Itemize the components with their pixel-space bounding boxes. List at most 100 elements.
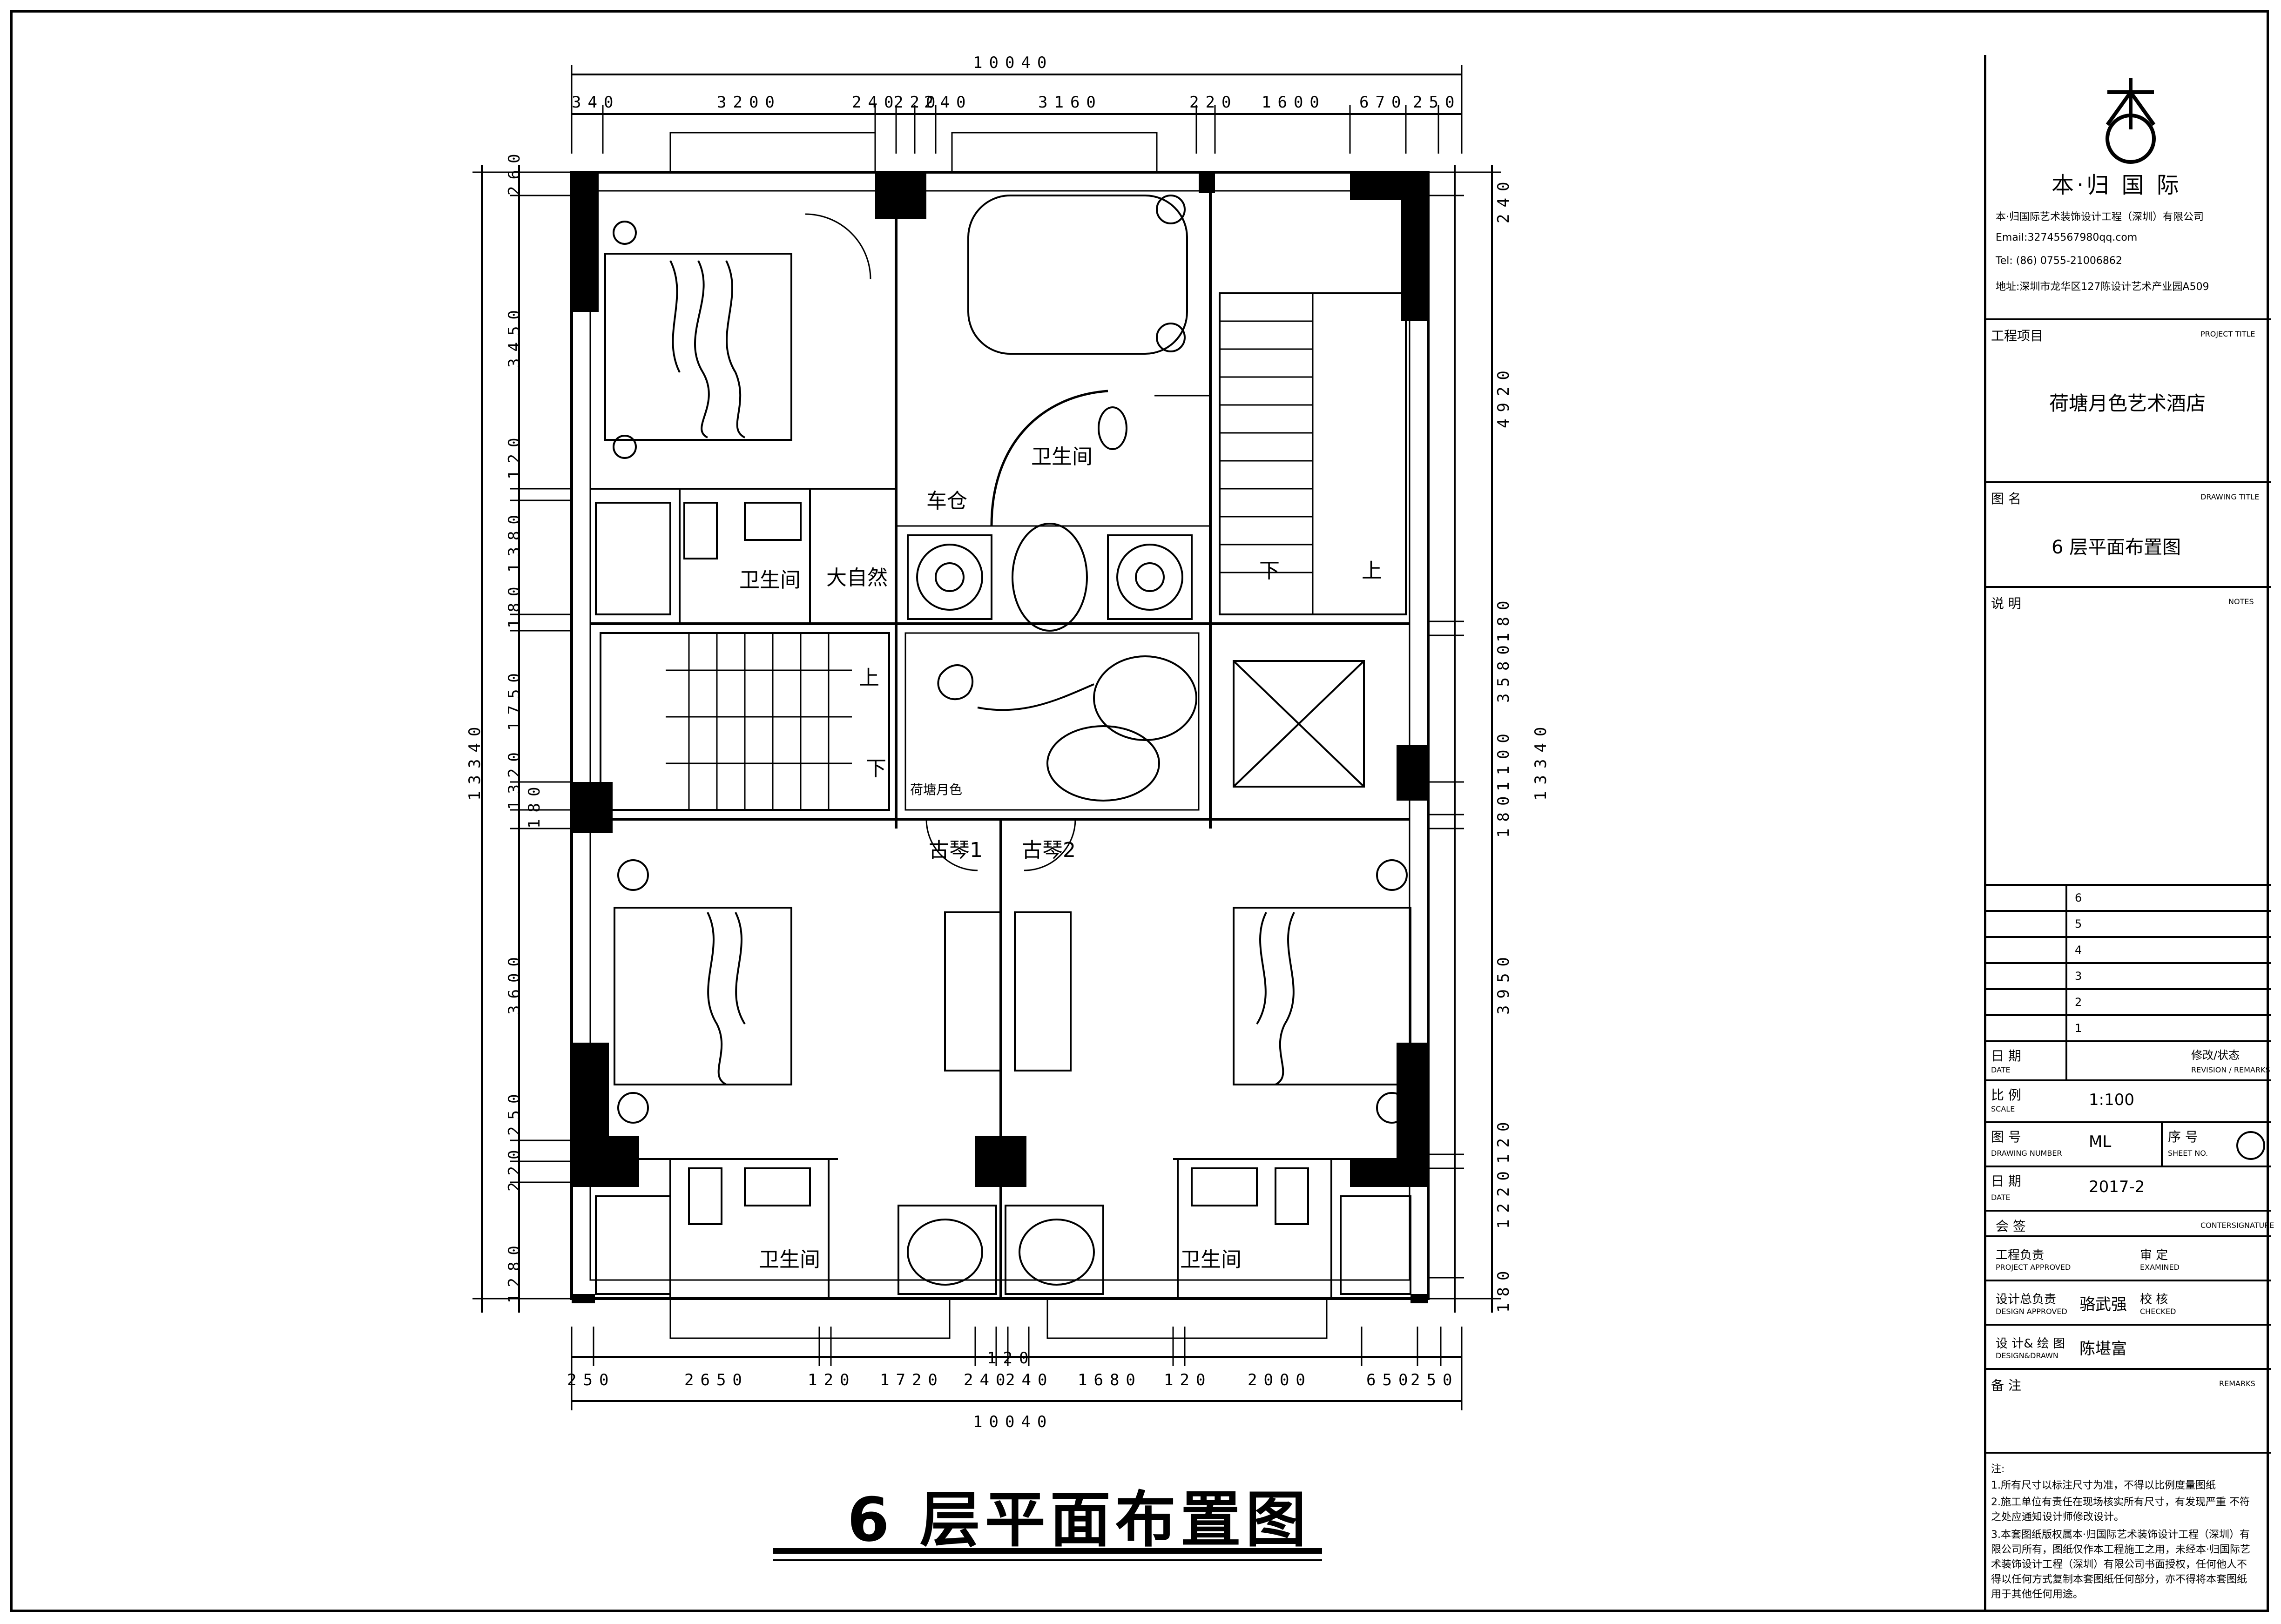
scale-label: 比 例 bbox=[1991, 1087, 2021, 1103]
tb-number-row: 图 号 DRAWING NUMBER ML 序 号 SHEET NO. bbox=[1986, 1123, 2271, 1167]
date2-label: 日 期 bbox=[1991, 1173, 2021, 1189]
footnote-title: 注: bbox=[1991, 1463, 2005, 1475]
pm-label-en: PROJECT APPROVED bbox=[1996, 1263, 2071, 1272]
sheet-label: 序 号 bbox=[2168, 1129, 2198, 1145]
checked-label-en: CHECKED bbox=[2140, 1307, 2176, 1316]
dim-right-2: 180 bbox=[1494, 594, 1513, 642]
tb-company-block: 本·归 国 际 本·归国际艺术装饰设计工程（深圳）有限公司 Email:3274… bbox=[1986, 55, 2271, 320]
tb-revision-header: 日 期 DATE 修改/状态 REVISION / REMARKS bbox=[1986, 1042, 2271, 1081]
revision-row-1: 1 bbox=[1986, 1016, 2271, 1042]
countersign-label: 会 签 bbox=[1996, 1219, 2026, 1234]
project-label-en: PROJECT TITLE bbox=[2200, 330, 2255, 338]
revision-label-en: REVISION / REMARKS bbox=[2191, 1065, 2270, 1074]
dim-left-6: 1320 bbox=[505, 746, 524, 810]
footnote-3: 3.本套图纸版权属本·归国际艺术装饰设计工程（深圳）有限公司所有，图纸仅作本工程… bbox=[1991, 1529, 2250, 1600]
drawn-name: 陈堪富 bbox=[2079, 1340, 2127, 1358]
scale-value: 1:100 bbox=[2089, 1091, 2134, 1109]
dim-bottom-4: 240 bbox=[964, 1371, 1012, 1389]
title-underline-thin bbox=[773, 1559, 1322, 1561]
room-label-wc-bottom-left: 卫生间 bbox=[759, 1248, 820, 1272]
stair-up-left: 上 bbox=[859, 666, 879, 690]
remarks-label-en: REMARKS bbox=[2219, 1379, 2255, 1388]
countersign-label-en: CONTERSIGNATURE bbox=[2200, 1221, 2274, 1230]
tb-drawing-title-row: 图 名 DRAWING TITLE 6 层平面布置图 bbox=[1986, 483, 2271, 588]
dim-left-11: 1280 bbox=[505, 1239, 524, 1303]
number-label-en: DRAWING NUMBER bbox=[1991, 1149, 2062, 1158]
tb-notes-row: 说 明 NOTES bbox=[1986, 588, 2271, 886]
company-address: 地址:深圳市龙华区127陈设计艺术产业园A509 bbox=[1996, 281, 2209, 293]
dim-top-2: 240 bbox=[852, 93, 900, 112]
dim-left-7: 180 bbox=[525, 780, 544, 829]
revision-mark-6: 6 bbox=[2075, 891, 2082, 904]
dim-bottom-6: 240 bbox=[1006, 1371, 1054, 1389]
dim-left-4: 180 bbox=[505, 580, 524, 628]
revision-mark-5: 5 bbox=[2075, 917, 2082, 930]
calligraphy-text: 荷塘月色 bbox=[910, 782, 963, 797]
revision-mark-3: 3 bbox=[2075, 970, 2082, 983]
room-label-wc-bottom-right: 卫生间 bbox=[1180, 1248, 1242, 1272]
dim-top-9: 250 bbox=[1413, 93, 1461, 112]
dim-left-0: 260 bbox=[505, 147, 524, 195]
dim-right-1: 4920 bbox=[1494, 364, 1513, 428]
title-block: 本·归 国 际 本·归国际艺术装饰设计工程（深圳）有限公司 Email:3274… bbox=[1984, 55, 2274, 1612]
dim-bottom-8: 120 bbox=[1164, 1371, 1212, 1389]
revision-divider bbox=[2065, 886, 2067, 1081]
dim-top-3: 220 bbox=[894, 93, 942, 112]
floor-plan bbox=[472, 65, 1501, 1410]
revision-row-6: 6 bbox=[1986, 886, 2271, 912]
dim-right-6: 3950 bbox=[1494, 950, 1513, 1015]
dim-top-4: 240 bbox=[924, 93, 972, 112]
drawing-label: 图 名 bbox=[1991, 491, 2021, 506]
bed-bottom-right bbox=[1233, 907, 1411, 1085]
tb-date-row: 日 期 DATE 2017-2 bbox=[1986, 1167, 2271, 1212]
design-lead-name: 骆武强 bbox=[2079, 1295, 2127, 1314]
dim-left-2: 120 bbox=[505, 431, 524, 479]
tb-drawn-row: 设 计& 绘 图 DESIGN&DRAWN 陈堪富 bbox=[1986, 1326, 2271, 1370]
bed-bottom-left bbox=[614, 907, 792, 1085]
dim-bottom-10: 650 bbox=[1366, 1371, 1415, 1389]
company-email: Email:32745567980qq.com bbox=[1996, 232, 2138, 243]
project-name: 荷塘月色艺术酒店 bbox=[2049, 392, 2206, 415]
dim-left-9: 250 bbox=[505, 1087, 524, 1136]
room-label-guqin1: 古琴1 bbox=[929, 838, 983, 862]
revision-row-3: 3 bbox=[1986, 964, 2271, 990]
dim-top-6: 220 bbox=[1189, 93, 1238, 112]
dim-right-9: 180 bbox=[1494, 1264, 1513, 1313]
number-value: ML bbox=[2089, 1132, 2112, 1151]
tb-remarks-row: 备 注 REMARKS bbox=[1986, 1370, 2271, 1454]
revision-mark-4: 4 bbox=[2075, 943, 2082, 957]
footnote-2: 2.施工单位有责任在现场核实所有尺寸，有发现严重 不符之处应通知设计师修改设计。 bbox=[1991, 1496, 2250, 1523]
dim-left-5: 1750 bbox=[505, 667, 524, 731]
dim-bottom-total: 10040 bbox=[973, 1413, 1053, 1431]
dim-top-0: 340 bbox=[572, 93, 620, 112]
scale-label-en: SCALE bbox=[1991, 1105, 2015, 1113]
revision-mark-2: 2 bbox=[2075, 996, 2082, 1009]
date2-label-en: DATE bbox=[1991, 1193, 2011, 1202]
company-full-name: 本·归国际艺术装饰设计工程（深圳）有限公司 bbox=[1996, 211, 2204, 223]
revision-row-2: 2 bbox=[1986, 990, 2271, 1016]
footnote-1: 1.所有尺寸以标注尺寸为准，不得以比例度量图纸 bbox=[1991, 1480, 2216, 1491]
tb-scale-row: 比 例 SCALE 1:100 bbox=[1986, 1081, 2271, 1123]
room-label-garage: 车仓 bbox=[926, 489, 967, 513]
notes-label-en: NOTES bbox=[2228, 597, 2254, 606]
revision-row-4: 4 bbox=[1986, 938, 2271, 964]
revision-label: 修改/状态 bbox=[2191, 1049, 2240, 1062]
title-underline-thick bbox=[773, 1548, 1322, 1554]
dim-bottom-9: 2000 bbox=[1248, 1371, 1312, 1389]
drawing-name: 6 层平面布置图 bbox=[2052, 537, 2181, 558]
design-lead-label: 设计总负责 bbox=[1996, 1293, 2057, 1307]
notes-label: 说 明 bbox=[1991, 596, 2021, 611]
stair-down-right: 下 bbox=[1259, 559, 1280, 583]
drawing-frame bbox=[10, 10, 2269, 1612]
tb-design-row: 设计总负责 DESIGN APPROVED 骆武强 校 核 CHECKED bbox=[1986, 1281, 2271, 1326]
dim-left-3: 1380 bbox=[505, 508, 524, 573]
drawn-label: 设 计& 绘 图 bbox=[1996, 1337, 2065, 1351]
date-value: 2017-2 bbox=[2089, 1178, 2145, 1196]
project-label: 工程项目 bbox=[1991, 328, 2044, 344]
company-logo-icon bbox=[2106, 78, 2156, 164]
bed-top-left bbox=[604, 253, 792, 441]
dim-right-3: 3580 bbox=[1494, 639, 1513, 703]
dim-left-1: 3450 bbox=[505, 303, 524, 368]
examined-label-en: EXAMINED bbox=[2140, 1263, 2180, 1272]
dim-top-total: 10040 bbox=[973, 54, 1053, 72]
